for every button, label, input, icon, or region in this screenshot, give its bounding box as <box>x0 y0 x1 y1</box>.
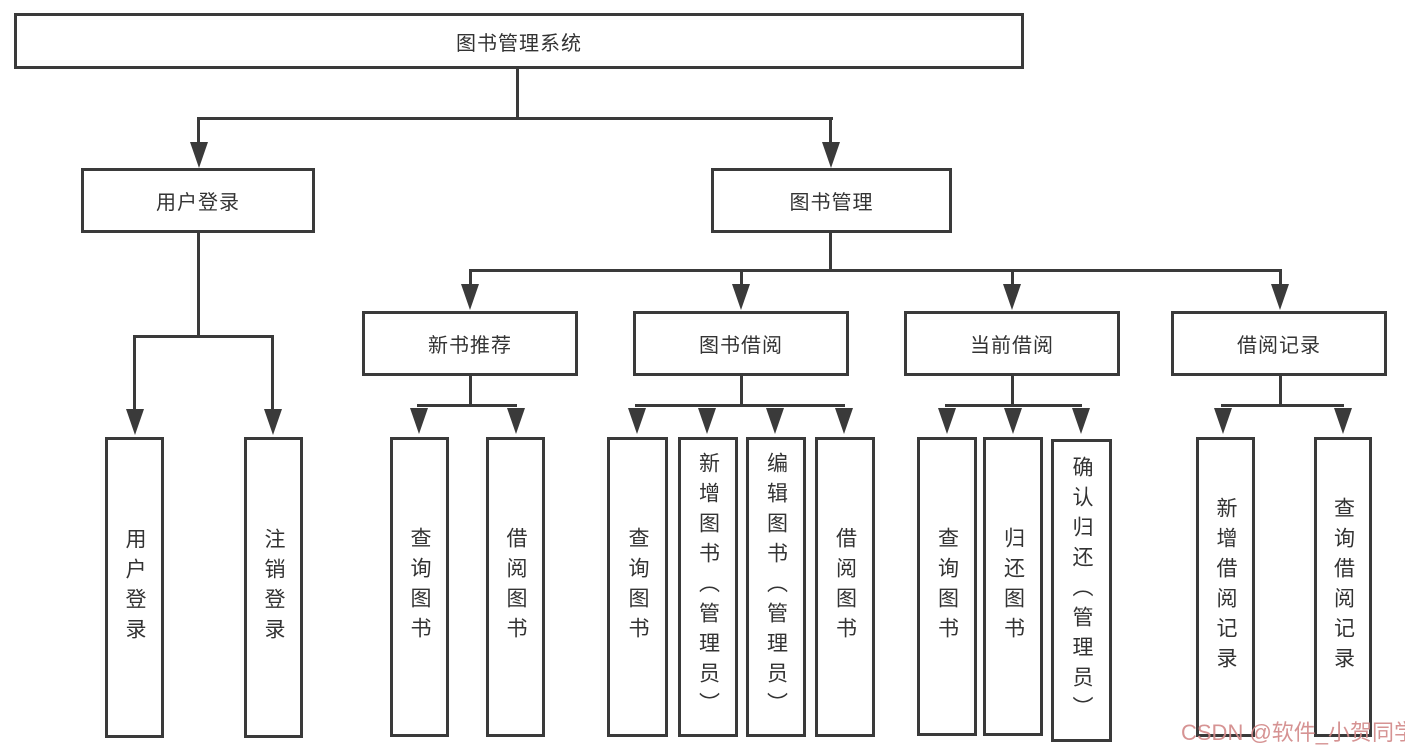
connector-login-rail <box>133 335 274 338</box>
connector-newbook-rail <box>417 404 517 407</box>
leaf-query-borrow-record: 查询借阅记录 <box>1314 437 1372 737</box>
connector-current-stem <box>1011 376 1014 406</box>
node-label: 用户登录 <box>156 192 240 214</box>
connector-arrow-records-child2 <box>1334 408 1352 434</box>
connector-records-rail <box>1221 404 1344 407</box>
connector-arrow-borrow-child2 <box>698 408 716 434</box>
leaf-add-borrow-record: 新增借阅记录 <box>1196 437 1255 737</box>
connector-arrow-login-child1 <box>126 409 144 435</box>
node-root-system: 图书管理系统 <box>14 13 1024 69</box>
node-label: 查询图书 <box>626 527 649 647</box>
node-label: 查询借阅记录 <box>1331 497 1355 677</box>
connector-arrow-records <box>1271 284 1289 310</box>
connector-borrow-rail <box>635 404 845 407</box>
leaf-query-books-borrow: 查询图书 <box>607 437 668 737</box>
node-borrowing-records: 借阅记录 <box>1171 311 1387 376</box>
connector-level2-rail <box>197 117 833 120</box>
connector-arrow-newbook-child1 <box>410 408 428 434</box>
node-label: 新增借阅记录 <box>1214 497 1237 677</box>
csdn-watermark: CSDN @软件_小贺同学 <box>1181 720 1405 745</box>
node-label: 归还图书 <box>1001 526 1025 647</box>
leaf-edit-book-admin: 编辑图书（管理员） <box>746 437 806 737</box>
node-label: 图书管理 <box>789 192 874 214</box>
node-label: 新增图书（管理员） <box>696 452 720 722</box>
connector-arrow-current-child1 <box>938 408 956 434</box>
leaf-user-login: 用户登录 <box>105 437 164 738</box>
connector-arrow-current-child2 <box>1004 408 1022 434</box>
node-label: 注销登录 <box>262 527 285 648</box>
connector-arrow-current-child3 <box>1072 408 1090 434</box>
connector-borrow-drop <box>740 269 743 285</box>
connector-mgmt-drop <box>829 117 832 147</box>
node-label: 查询图书 <box>935 526 959 647</box>
connector-level3-rail <box>469 269 1282 272</box>
connector-arrow-current <box>1003 284 1021 310</box>
connector-borrow-stem <box>740 376 743 406</box>
connector-login-child2-drop <box>271 335 274 412</box>
connector-root-stem <box>516 69 519 119</box>
connector-current-rail <box>945 404 1082 407</box>
connector-records-stem <box>1279 376 1282 406</box>
node-book-management: 图书管理 <box>711 168 952 233</box>
connector-newbook-stem <box>469 376 472 406</box>
node-label: 借阅图书 <box>504 527 527 647</box>
connector-arrow-login <box>190 142 208 168</box>
connector-arrow-newbook <box>461 284 479 310</box>
leaf-confirm-return-admin: 确认归还（管理员） <box>1051 439 1112 742</box>
connector-arrow-records-child1 <box>1214 408 1232 434</box>
leaf-borrow-books: 借阅图书 <box>815 437 875 737</box>
leaf-query-books-recommend: 查询图书 <box>390 437 449 737</box>
node-label: 借阅图书 <box>833 527 857 647</box>
leaf-borrow-books-recommend: 借阅图书 <box>486 437 545 737</box>
connector-newbook-drop <box>469 269 472 285</box>
node-label: 图书管理系统 <box>456 32 582 55</box>
node-label: 新书推荐 <box>428 335 512 357</box>
connector-arrow-borrow <box>732 284 750 310</box>
connector-mgmt-stem <box>829 233 832 271</box>
node-label: 确认归还（管理员） <box>1070 455 1093 726</box>
connector-arrow-newbook-child2 <box>507 408 525 434</box>
connector-current-drop <box>1011 269 1014 285</box>
node-current-borrowing: 当前借阅 <box>904 311 1120 376</box>
connector-arrow-borrow-child3 <box>766 408 784 434</box>
leaf-query-books-current: 查询图书 <box>917 437 977 736</box>
connector-arrow-login-child2 <box>264 409 282 435</box>
node-new-book-recommend: 新书推荐 <box>362 311 578 376</box>
node-book-borrowing: 图书借阅 <box>633 311 849 376</box>
connector-arrow-mgmt <box>822 142 840 168</box>
leaf-add-book-admin: 新增图书（管理员） <box>678 437 738 737</box>
node-label: 用户登录 <box>123 527 146 648</box>
connector-records-drop <box>1279 269 1282 285</box>
node-user-login: 用户登录 <box>81 168 315 233</box>
leaf-return-book: 归还图书 <box>983 437 1043 736</box>
connector-arrow-borrow-child1 <box>628 408 646 434</box>
connector-login-child1-drop <box>133 335 136 412</box>
node-label: 查询图书 <box>408 527 431 647</box>
connector-login-stem <box>197 233 200 337</box>
leaf-logout: 注销登录 <box>244 437 303 738</box>
connector-arrow-borrow-child4 <box>835 408 853 434</box>
node-label: 编辑图书（管理员） <box>764 452 788 722</box>
node-label: 借阅记录 <box>1237 335 1321 357</box>
node-label: 图书借阅 <box>699 335 783 357</box>
node-label: 当前借阅 <box>970 335 1054 357</box>
connector-login-drop <box>197 117 200 147</box>
